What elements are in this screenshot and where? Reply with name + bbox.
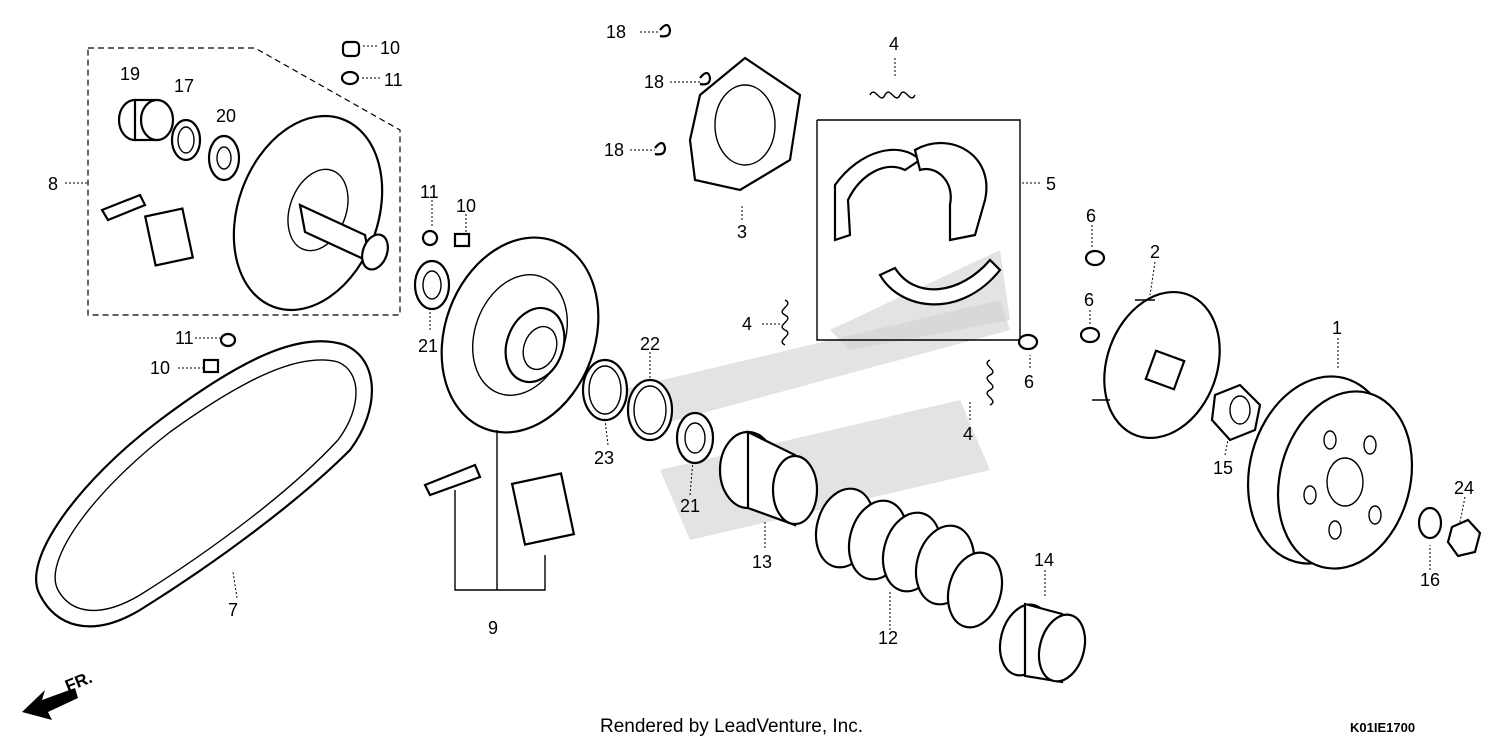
label-tag-icon <box>143 207 195 267</box>
callout-number: 5 <box>1046 174 1056 194</box>
callout-number: 10 <box>150 358 170 378</box>
clutch-outer-1 <box>1246 375 1414 570</box>
callout-number: 6 <box>1024 372 1034 392</box>
spring-4 <box>869 91 916 99</box>
callout-number: 14 <box>1034 550 1054 570</box>
callout-number: 3 <box>737 222 747 242</box>
callout-number: 20 <box>216 106 236 126</box>
oil-seal-21 <box>675 411 715 465</box>
drive-plate-2 <box>1092 290 1221 440</box>
callout-number: 24 <box>1454 478 1474 498</box>
pin-10 <box>453 232 471 248</box>
spring-4 <box>781 299 789 346</box>
callout-number: 18 <box>644 72 664 92</box>
collar-6 <box>1017 333 1039 351</box>
collar-6 <box>1084 249 1106 267</box>
callout-number: 22 <box>640 334 660 354</box>
driven-spring-12 <box>814 487 1004 629</box>
nut-11 <box>219 332 237 348</box>
callout-number: 17 <box>174 76 194 96</box>
callout-number: 1 <box>1332 318 1342 338</box>
nut-11 <box>421 229 439 247</box>
collar-14 <box>998 602 1087 684</box>
clip-18 <box>699 71 712 86</box>
nut-15 <box>1210 383 1262 442</box>
callout-number: 18 <box>606 22 626 42</box>
drive-belt <box>35 340 373 628</box>
guide-collar-13 <box>718 430 819 527</box>
credit-text: Rendered by LeadVenture, Inc. <box>600 716 863 737</box>
clip-18 <box>654 141 667 156</box>
callout-number: 21 <box>418 336 438 356</box>
callout-number: 16 <box>1420 570 1440 590</box>
spring-4 <box>986 359 994 406</box>
assembly-8-outline <box>87 47 401 316</box>
plate-3 <box>688 56 802 192</box>
callout-number: 2 <box>1150 242 1160 262</box>
callout-number: 13 <box>752 552 772 572</box>
callout-number: 23 <box>594 448 614 468</box>
clip-18 <box>659 23 672 38</box>
callout-number: 4 <box>889 34 899 54</box>
clip-icon <box>423 463 482 497</box>
bearing-20 <box>207 134 241 182</box>
callout-number: 15 <box>1213 458 1233 478</box>
pin-10 <box>202 358 220 374</box>
o-ring-23 <box>581 358 629 422</box>
callout-number: 11 <box>384 70 403 90</box>
callout-number: 21 <box>680 496 700 516</box>
oil-seal-21 <box>413 259 451 311</box>
callout-number: 10 <box>456 196 476 216</box>
callout-number: 6 <box>1084 290 1094 310</box>
label-tag-icon <box>510 472 576 546</box>
callout-number: 6 <box>1086 206 1096 226</box>
front-direction-arrow: FR. <box>22 668 95 720</box>
callout-number: 19 <box>120 64 140 84</box>
washer-16 <box>1417 506 1443 540</box>
callout-number: 9 <box>488 618 498 638</box>
callout-number: 11 <box>420 182 439 202</box>
callout-labels: 19 17 20 8 10 11 11 10 11 10 21 7 9 23 2… <box>48 22 1474 648</box>
callout-number: 11 <box>175 328 194 348</box>
nut-11 <box>340 70 360 86</box>
diagram-code: K01IE1700 <box>1350 720 1415 735</box>
drive-face-assembly <box>87 47 401 316</box>
o-ring-22 <box>626 378 674 442</box>
leader-lines <box>65 31 1466 630</box>
callout-number: 4 <box>963 424 973 444</box>
collar-6 <box>1079 326 1101 344</box>
callout-number: 8 <box>48 174 58 194</box>
callout-number: 4 <box>742 314 752 334</box>
arrow-icon <box>22 688 78 720</box>
ring-17 <box>170 118 202 162</box>
direction-label: FR. <box>62 668 95 696</box>
callout-number: 7 <box>228 600 238 620</box>
nut-24 <box>1446 518 1482 558</box>
callout-number: 10 <box>380 38 400 58</box>
clutch-shoes-5 <box>833 141 1002 306</box>
callout-number: 12 <box>878 628 898 648</box>
pin-10 <box>341 40 361 58</box>
driven-face-assembly <box>202 40 600 591</box>
bushing-19 <box>117 98 175 142</box>
callout-number: 18 <box>604 140 624 160</box>
clip-icon <box>100 193 147 222</box>
assembly-9-bracket <box>454 490 546 591</box>
